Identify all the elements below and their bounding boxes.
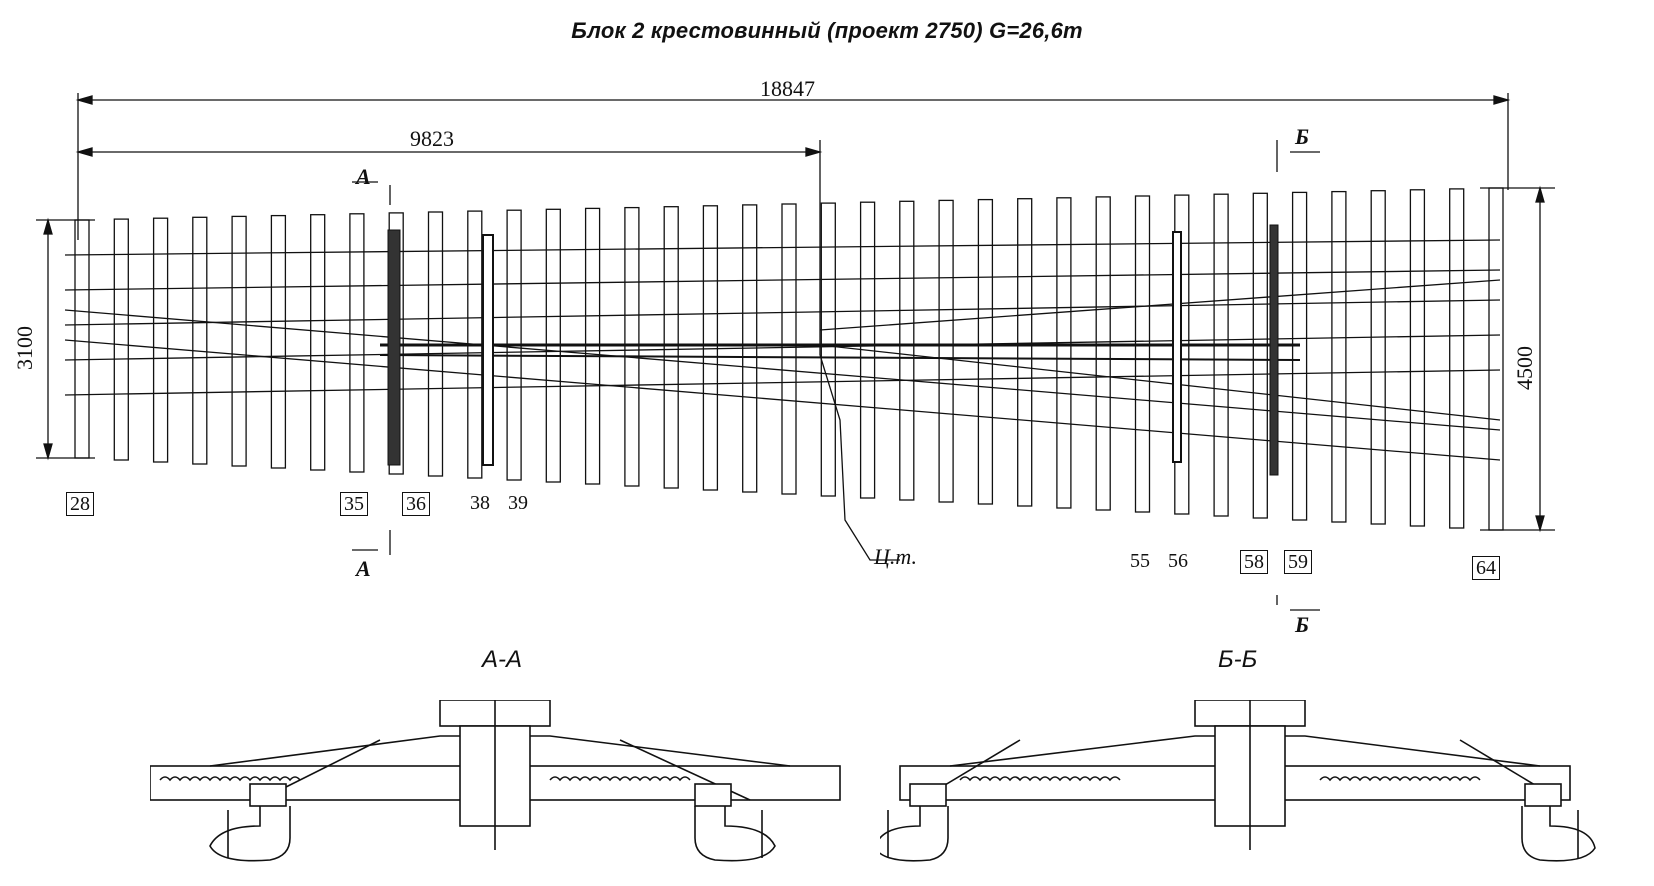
- section-a-a-drawing: [150, 700, 841, 862]
- tie: [349, 213, 365, 473]
- guard-bar: [1269, 224, 1279, 476]
- section-mark-b-bottom: Б: [1295, 612, 1309, 637]
- tie: [1409, 189, 1426, 527]
- tie: [702, 205, 719, 491]
- rail-line: [64, 339, 1501, 461]
- dim-left-width: 3100: [12, 326, 37, 370]
- section-mark-b-top: Б: [1295, 124, 1309, 149]
- rail-line: [64, 239, 1501, 256]
- tie: [231, 215, 247, 467]
- guard-bar: [1172, 231, 1182, 463]
- guard-bar: [482, 234, 494, 466]
- tie: [1017, 198, 1033, 507]
- tie: [977, 198, 994, 505]
- rail-line: [64, 334, 1501, 361]
- tie: [270, 214, 287, 469]
- dimension-lines: [36, 93, 1555, 611]
- tie: [1291, 191, 1308, 521]
- section-title-b-b: Б-Б: [1218, 646, 1258, 673]
- dim-center-distance: 9823: [410, 126, 454, 151]
- dim-total-length: 18847: [760, 76, 815, 101]
- rail-line: [379, 354, 1301, 361]
- tie: [74, 219, 90, 459]
- tie: [1449, 188, 1465, 529]
- tie: [938, 199, 954, 503]
- tie: [1252, 192, 1268, 519]
- tie: [192, 216, 208, 465]
- section-b-b-drawing: [880, 700, 1596, 862]
- rail-line: [64, 269, 1501, 291]
- section-mark-a-bottom: А: [356, 556, 371, 581]
- tie-label-boxed: 36: [402, 492, 430, 516]
- guard-bar: [387, 229, 401, 466]
- bars-group: [387, 224, 1279, 476]
- tie: [152, 217, 169, 463]
- tie: [1056, 197, 1072, 509]
- rail-line: [64, 369, 1501, 396]
- tie-label-boxed: 28: [66, 492, 94, 516]
- center-of-gravity-label: Ц.т.: [874, 544, 918, 569]
- section-title-a-a: А-А: [482, 646, 523, 673]
- tie: [663, 206, 679, 489]
- tie: [1488, 187, 1504, 531]
- tie: [1213, 193, 1229, 517]
- tie-label: 55: [1130, 550, 1150, 572]
- tie-label-boxed: 58: [1240, 550, 1268, 574]
- tie: [1370, 190, 1386, 525]
- rail-line: [64, 299, 1501, 326]
- tie-label: 39: [508, 492, 528, 514]
- rail-line: [64, 309, 1501, 431]
- rail-line: [819, 344, 1501, 421]
- tie: [310, 214, 326, 471]
- dim-right-width: 4500: [1512, 346, 1537, 390]
- drawing-title: Блок 2 крестовинный (проект 2750) G=26,6…: [571, 18, 1083, 43]
- tie: [1331, 190, 1347, 523]
- tie: [113, 218, 129, 461]
- tie-label: 56: [1168, 550, 1188, 572]
- tie-label-boxed: 64: [1472, 556, 1500, 580]
- tie-label: 38: [470, 492, 490, 514]
- tie-label-boxed: 59: [1284, 550, 1312, 574]
- tie: [781, 203, 797, 495]
- tie-label-boxed: 35: [340, 492, 368, 516]
- tie: [899, 200, 915, 501]
- tie: [624, 206, 640, 487]
- tie: [820, 202, 836, 497]
- rails-group: [64, 239, 1501, 461]
- section-mark-a-top: А: [356, 164, 371, 189]
- rail-line: [819, 279, 1501, 331]
